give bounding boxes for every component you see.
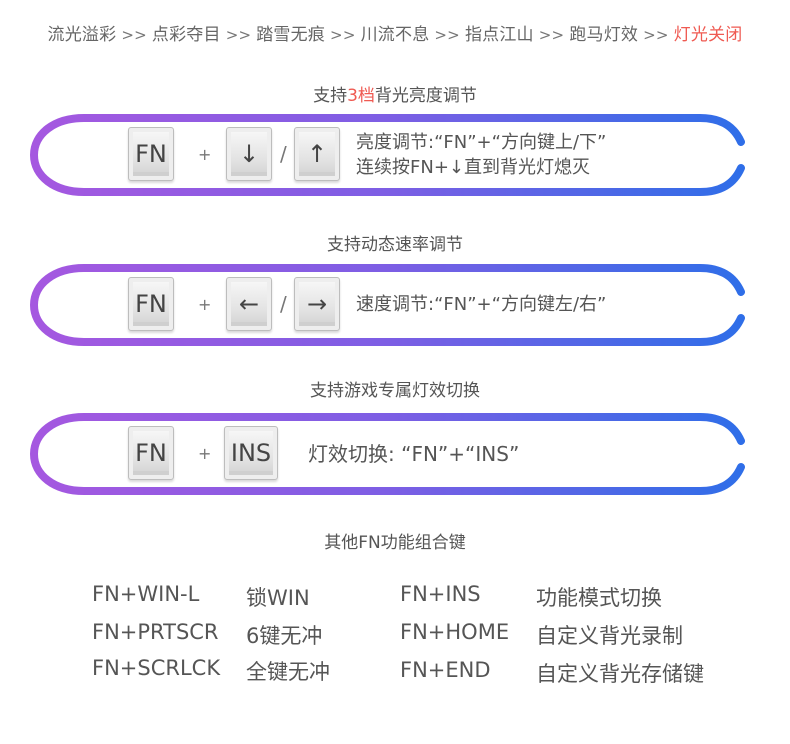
combo-keys: FN+INS xyxy=(400,582,481,606)
combo-function: 6键无冲 xyxy=(246,624,323,648)
effect-item[interactable]: 踏雪无痕 xyxy=(256,25,326,45)
section-title-brightness: 支持3档背光亮度调节 xyxy=(0,81,790,106)
plus-sign: + xyxy=(198,444,212,463)
combo-function: 自定义背光存储键 xyxy=(536,662,704,686)
combo-keys: FN+SCRLCK xyxy=(92,656,221,680)
combo-keys: FN+WIN-L xyxy=(92,582,200,606)
key-fn: FN xyxy=(128,426,174,480)
effect-item[interactable]: 指点江山 xyxy=(464,25,534,45)
combo-keys: FN+HOME xyxy=(400,620,510,644)
speed-desc: 速度调节:“FN”+“方向键左/右” xyxy=(356,294,607,315)
nav-separator: >> xyxy=(434,26,460,44)
brightness-desc-line1: 亮度调节:“FN”+“方向键上/下” xyxy=(356,132,607,153)
combo-keys: FN+END xyxy=(400,658,491,682)
panel-outline xyxy=(29,264,745,346)
nav-separator: >> xyxy=(538,26,565,44)
combo-function: 自定义背光录制 xyxy=(536,624,683,648)
brightness-desc-line2: 连续按FN+↓直到背光灯熄灭 xyxy=(356,157,590,178)
title-text: 背光亮度调节 xyxy=(374,86,477,106)
slash-sign: / xyxy=(280,292,287,316)
key-fn: FN xyxy=(128,277,174,331)
nav-separator: >> xyxy=(643,26,669,44)
effect-item[interactable]: 点彩夺目 xyxy=(151,25,221,45)
combo-function: 锁WIN xyxy=(246,586,310,610)
key-arrow-left: ← xyxy=(226,277,272,331)
combo-keys: FN+PRTSCR xyxy=(92,620,219,644)
key-arrow-up: ↑ xyxy=(294,127,340,181)
plus-sign: + xyxy=(198,295,212,314)
effect-item-active[interactable]: 灯光关闭 xyxy=(673,25,743,45)
nav-separator: >> xyxy=(330,26,356,44)
panel-outline xyxy=(29,114,745,196)
key-fn: FN xyxy=(128,127,174,181)
nav-separator: >> xyxy=(121,26,147,44)
title-highlight: 3档 xyxy=(347,86,375,106)
plus-sign: + xyxy=(198,145,212,164)
key-arrow-down: ↓ xyxy=(226,127,272,181)
effect-panel: FN + INS 灯效切换: “FN”+“INS” xyxy=(28,411,756,497)
effect-desc: 灯效切换: “FN”+“INS” xyxy=(308,442,520,466)
section-title-effect: 支持游戏专属灯效切换 xyxy=(310,381,480,401)
speed-panel: FN + ← / → 速度调节:“FN”+“方向键左/右” xyxy=(28,262,756,348)
key-arrow-right: → xyxy=(294,277,340,331)
effect-item[interactable]: 流光溢彩 xyxy=(47,25,117,45)
brightness-panel: FN + ↓ / ↑ 亮度调节:“FN”+“方向键上/下” 连续按FN+↓直到背… xyxy=(28,112,756,198)
combos-title: 其他FN功能组合键 xyxy=(324,533,466,553)
effect-item[interactable]: 川流不息 xyxy=(360,25,430,45)
key-ins: INS xyxy=(224,426,278,480)
effects-nav: 流光溢彩>>点彩夺目>>踏雪无痕>>川流不息>>指点江山>>跑马灯效>>灯光关闭 xyxy=(0,20,790,45)
effect-item[interactable]: 跑马灯效 xyxy=(569,25,639,45)
combo-function: 全键无冲 xyxy=(246,660,330,684)
nav-separator: >> xyxy=(225,26,252,44)
panel-outline xyxy=(29,413,745,495)
combo-function: 功能模式切换 xyxy=(536,586,662,610)
section-title-speed: 支持动态速率调节 xyxy=(327,235,463,255)
title-text: 支持 xyxy=(313,86,348,106)
slash-sign: / xyxy=(280,142,287,166)
